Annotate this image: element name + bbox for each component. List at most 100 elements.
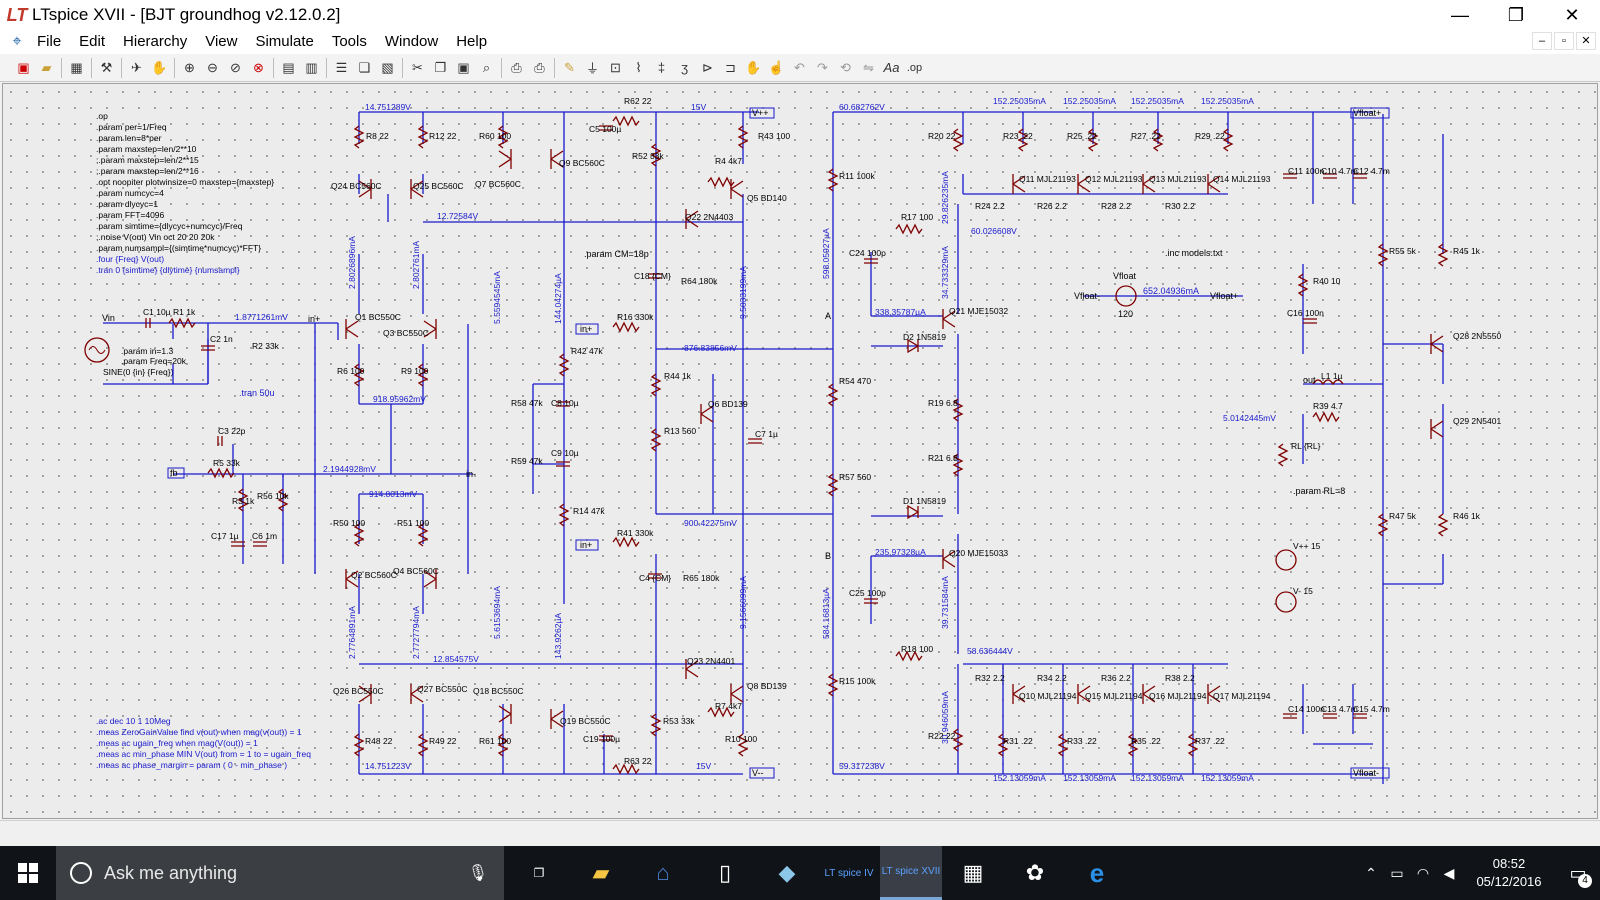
schematic-doc-icon[interactable]: ⌖ [12,33,22,50]
svg-text:584.16813µA: 584.16813µA [821,588,831,639]
toolbar-separator [273,57,274,78]
start-button[interactable] [0,846,56,900]
clock-date: 05/12/2016 [1476,874,1542,889]
svg-text:D1 1N5819: D1 1N5819 [903,496,946,506]
doc-restore-button[interactable]: ▫ [1554,32,1574,50]
toolbar-separator [174,57,175,78]
print-setup-icon[interactable]: ⎙ [511,59,522,75]
tile-icon[interactable]: ☰ [335,59,348,75]
zoom-cancel-icon[interactable]: ⊗ [253,59,264,75]
close-button[interactable]: ✕ [1564,4,1580,25]
maximize-button[interactable]: ❐ [1507,4,1525,25]
svg-text:C9 10µ: C9 10µ [551,448,579,458]
chevron-up-icon[interactable]: ⌃ [1365,864,1377,881]
svg-text:R63 22: R63 22 [624,756,652,766]
menu-file[interactable]: File [37,33,62,50]
file-explorer-icon[interactable]: ▰ [592,860,610,885]
menu-tools[interactable]: Tools [331,33,367,50]
label-net-icon[interactable]: ⊡ [610,59,621,75]
svg-text:C16 100n: C16 100n [1287,308,1324,318]
svg-text:235.97328µA: 235.97328µA [875,547,926,557]
menu-view[interactable]: View [205,33,238,50]
drag-icon[interactable]: ☝ [768,59,785,75]
schematic-canvas[interactable]: .op .param per=1/Freq .param len=8*per .… [2,83,1598,819]
wifi-icon[interactable]: ◠ [1416,864,1430,881]
spice-directive-icon[interactable]: .op [906,61,923,74]
find-icon[interactable]: ⌕ [482,59,491,75]
fft-icon[interactable]: ▥ [305,59,318,75]
library-icon[interactable]: ⌂ [656,860,670,885]
draw-wire-icon[interactable]: ✎ [564,59,575,75]
print-icon[interactable]: ⎙ [534,59,545,75]
svg-text:R31 .22: R31 .22 [1003,736,1033,746]
svg-text:Q25 BC560C: Q25 BC560C [413,181,464,191]
toolbar-separator [402,57,403,78]
zoom-in-icon[interactable]: ⊕ [184,59,195,75]
move-icon[interactable]: ✋ [745,59,762,75]
edge-icon[interactable]: e [1089,857,1105,888]
calculator-icon[interactable]: ▦ [962,860,984,885]
battery-icon[interactable]: ▭ [1390,864,1404,881]
inductor-icon[interactable]: ʒ [680,60,689,75]
svg-text:876.83856mV: 876.83856mV [684,343,737,353]
volume-icon[interactable]: ◀ [1443,864,1455,881]
cut-icon[interactable]: ✂ [412,59,423,75]
pinned-apps: ❐ ▰ ⌂ ▯ ◆ LT spice IV LT spice XVII ▦ ✿ … [508,846,1128,900]
redo-icon[interactable]: ↷ [817,59,828,75]
autorange-icon[interactable]: ▤ [282,59,295,75]
svg-text:14.751289V: 14.751289V [365,102,411,112]
zoom-out-icon[interactable]: ⊖ [207,59,218,75]
cascade-icon[interactable]: ❏ [358,59,371,75]
windows-taskbar: Ask me anything 🎙 ❐ ▰ ⌂ ▯ ◆ LT spice IV … [0,846,1600,900]
cortana-search-box[interactable]: Ask me anything 🎙 [56,846,504,900]
control-panel-icon[interactable]: ⚒ [100,59,113,75]
mirror-icon[interactable]: ⇋ [863,59,874,75]
menu-window[interactable]: Window [384,33,439,50]
clock[interactable]: 08:52 05/12/2016 [1468,855,1550,891]
svg-text:R19 6.8: R19 6.8 [928,398,958,408]
documents-icon[interactable]: ▯ [718,860,732,885]
action-center-button[interactable]: ▭ 4 [1556,846,1600,900]
svg-text:.ac dec 10 1 10Meg: .ac dec 10 1 10Meg [96,716,171,726]
resistor-icon[interactable]: ⌇ [635,59,642,75]
zoom-area-icon[interactable]: ⊘ [230,59,241,75]
ltspice-xvii-icon[interactable]: LT spice XVII [880,846,942,900]
task-view-icon[interactable]: ❐ [533,866,545,880]
component-icon[interactable]: ⊐ [725,59,736,75]
ground-icon[interactable]: ⏚ [585,61,599,76]
paint-icon[interactable]: ✿ [1025,860,1045,885]
open-icon[interactable]: ▰ [41,59,52,75]
svg-text:fb: fb [170,468,178,478]
save-icon[interactable]: ▦ [70,59,83,75]
ltspice-iv-icon[interactable]: LT spice IV [824,867,874,879]
new-schematic-icon[interactable]: ▣ [17,59,30,75]
svg-text:V- 15: V- 15 [1293,586,1313,596]
svg-text:Q21 MJE15032: Q21 MJE15032 [949,306,1008,316]
menu-simulate[interactable]: Simulate [255,33,314,50]
doc-close-button[interactable]: ✕ [1576,32,1596,50]
microphone-icon[interactable]: 🎙 [467,865,488,882]
svg-text:R32 2.2: R32 2.2 [975,673,1005,683]
text-icon[interactable]: Aa [883,60,900,75]
menu-hierarchy[interactable]: Hierarchy [123,33,188,50]
copy-icon[interactable]: ❐ [434,59,447,75]
menu-edit[interactable]: Edit [79,33,106,50]
minimize-button[interactable]: — [1451,4,1469,25]
svg-text:C2 1n: C2 1n [210,334,233,344]
capacitor-icon[interactable]: ‡ [657,60,666,75]
diode-icon[interactable]: ⊳ [702,59,713,75]
ltspice-app-icon[interactable]: LT [6,5,28,25]
run-icon[interactable]: ✈ [131,59,142,75]
svg-text:Q13 MJL21193: Q13 MJL21193 [1149,174,1207,184]
svg-text:L1 1µ: L1 1µ [1321,371,1343,381]
doc-minimize-button[interactable]: – [1532,32,1552,50]
paste-icon[interactable]: ▣ [457,59,470,75]
halt-icon[interactable]: ✋ [151,59,168,75]
menu-help[interactable]: Help [456,33,488,50]
rotate-icon[interactable]: ⟲ [840,59,851,75]
hdd-icon[interactable]: ◆ [778,860,796,885]
undo-icon[interactable]: ↶ [794,59,805,75]
svg-text:C13 4.7m: C13 4.7m [1321,704,1358,714]
title-bar: LT LTspice XVII - [BJT groundhog v2.12.0… [0,0,1600,30]
close-window-icon[interactable]: ▧ [381,59,394,75]
